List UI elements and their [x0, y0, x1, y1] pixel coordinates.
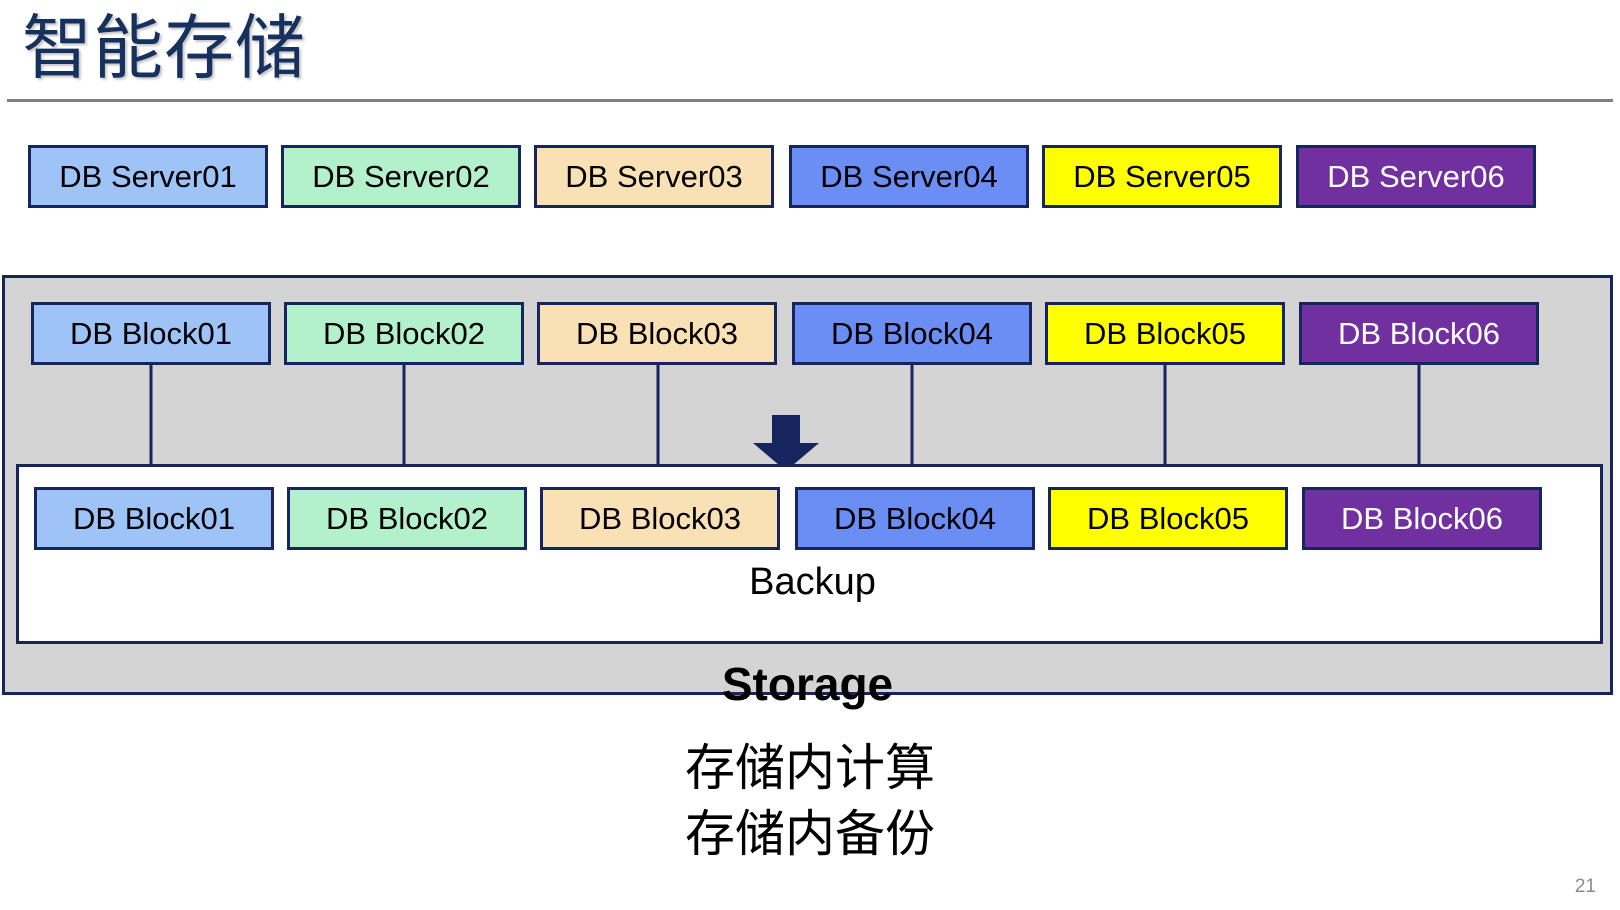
storage-label: Storage [721, 658, 894, 710]
db-server-box-label: DB Server06 [1327, 158, 1505, 194]
db-block-box-label: DB Block02 [323, 315, 485, 351]
db-server-box-1: DB Server01 [28, 145, 268, 208]
caption-line-2: 存储内备份 [685, 806, 935, 862]
db-block-backup-box-label: DB Block01 [73, 500, 235, 536]
page-title: 智能存储 [22, 9, 306, 87]
db-block-box-label: DB Block01 [70, 315, 232, 351]
db-block-box-2: DB Block02 [284, 302, 524, 365]
db-block-row-primary: DB Block01 DB Block02 DB Block03 DB Block04… [3, 302, 1620, 365]
db-server-row: DB Server01 DB Server02 DB Server03 DB Serv… [0, 145, 1620, 208]
db-block-backup-box-5: DB Block05 [1048, 487, 1288, 550]
db-server-box-6: DB Server06 [1296, 145, 1536, 208]
db-block-box-label: DB Block03 [576, 315, 738, 351]
down-arrow-icon [753, 415, 819, 471]
db-block-box-label: DB Block04 [831, 315, 993, 351]
db-server-box-label: DB Server04 [820, 158, 998, 194]
db-server-box-3: DB Server03 [534, 145, 774, 208]
caption-line-1: 存储内计算 [685, 740, 935, 796]
db-server-box-label: DB Server05 [1073, 158, 1251, 194]
db-block-backup-box-label: DB Block04 [834, 500, 996, 536]
db-block-backup-box-label: DB Block05 [1087, 500, 1249, 536]
db-server-box-4: DB Server04 [789, 145, 1029, 208]
db-block-box-6: DB Block06 [1299, 302, 1539, 365]
slide-captions: 存储内计算存储内备份 [0, 735, 1620, 867]
db-block-box-label: DB Block06 [1338, 315, 1500, 351]
db-block-box-label: DB Block05 [1084, 315, 1246, 351]
db-block-backup-box-label: DB Block06 [1341, 500, 1503, 536]
db-block-backup-box-2: DB Block02 [287, 487, 527, 550]
db-block-box-5: DB Block05 [1045, 302, 1285, 365]
db-server-box-5: DB Server05 [1042, 145, 1282, 208]
storage-container: DB Block01 DB Block02 DB Block03 DB Block04… [2, 275, 1613, 710]
db-server-box-label: DB Server02 [312, 158, 490, 194]
db-block-backup-box-label: DB Block03 [579, 500, 741, 536]
title-divider [7, 99, 1613, 102]
db-block-backup-box-4: DB Block04 [795, 487, 1035, 550]
backup-label: Backup [749, 561, 876, 603]
db-block-box-3: DB Block03 [537, 302, 777, 365]
db-server-box-2: DB Server02 [281, 145, 521, 208]
db-server-box-label: DB Server03 [565, 158, 743, 194]
db-block-backup-box-3: DB Block03 [540, 487, 780, 550]
db-block-box-4: DB Block04 [792, 302, 1032, 365]
backup-panel: DB Block01 DB Block02 DB Block03 DB Block04… [16, 464, 1603, 644]
page-number: 21 [1574, 876, 1596, 897]
db-block-box-1: DB Block01 [31, 302, 271, 365]
db-block-backup-box-6: DB Block06 [1302, 487, 1542, 550]
db-block-backup-box-label: DB Block02 [326, 500, 488, 536]
db-server-box-label: DB Server01 [59, 158, 237, 194]
db-block-row-backup: DB Block01 DB Block02 DB Block03 DB Block04… [6, 487, 1620, 550]
db-block-backup-box-1: DB Block01 [34, 487, 274, 550]
